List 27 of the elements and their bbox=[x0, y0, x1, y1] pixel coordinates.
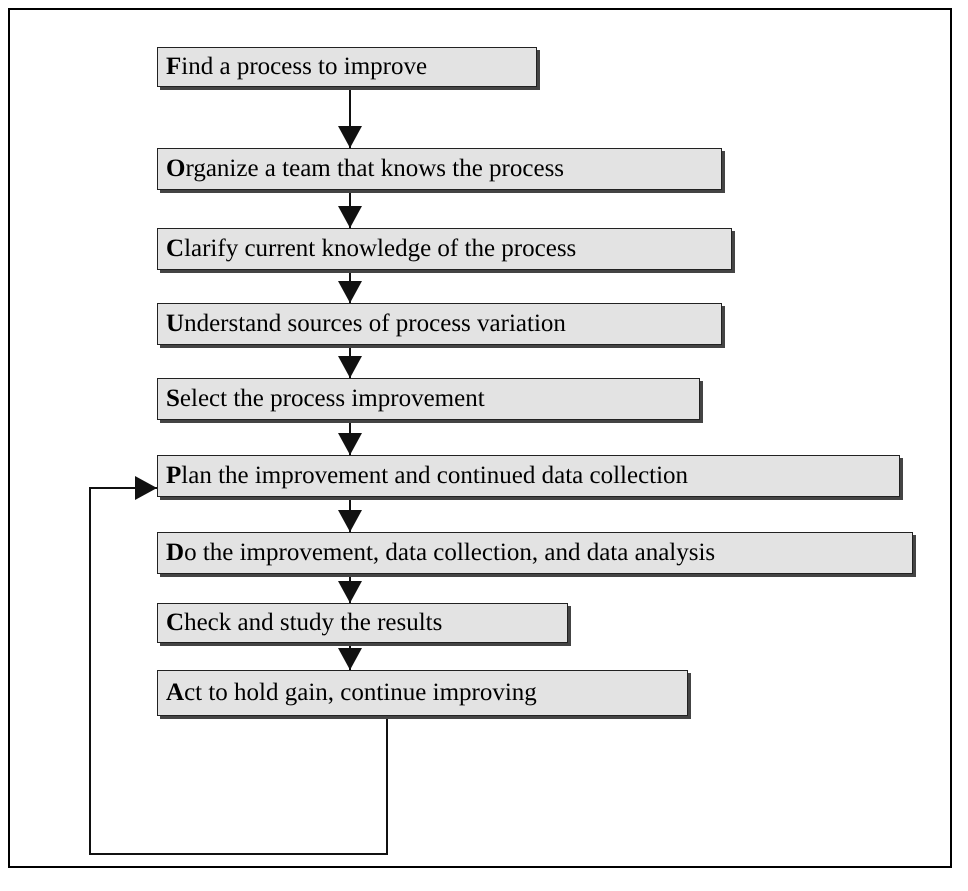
step-text: Clarify current knowledge of the process bbox=[166, 235, 576, 263]
arrow bbox=[338, 643, 362, 670]
step-text: Act to hold gain, continue improving bbox=[166, 679, 537, 707]
process-box bbox=[157, 670, 688, 716]
step-text: Plan the improvement and continued data collection bbox=[166, 462, 688, 490]
step-text: Find a process to improve bbox=[166, 53, 428, 81]
arrow bbox=[338, 420, 362, 455]
arrow bbox=[338, 87, 362, 148]
arrow bbox=[338, 190, 362, 228]
process-box bbox=[157, 455, 900, 497]
step-text: Select the process improvement bbox=[166, 385, 485, 413]
arrow bbox=[338, 574, 362, 603]
process-box bbox=[157, 228, 732, 270]
step-text: Organize a team that knows the process bbox=[166, 155, 564, 183]
arrow bbox=[338, 345, 362, 378]
process-box bbox=[157, 148, 722, 190]
arrow bbox=[89, 476, 388, 855]
step-text: Check and study the results bbox=[166, 609, 442, 637]
process-box bbox=[157, 603, 568, 643]
process-box bbox=[157, 303, 722, 345]
step-text: Understand sources of process variation bbox=[166, 310, 566, 338]
step-text: Do the improvement, data collection, and data analysis bbox=[166, 539, 716, 567]
arrow bbox=[338, 270, 362, 303]
arrow bbox=[338, 497, 362, 532]
process-box bbox=[157, 532, 913, 574]
process-box bbox=[157, 47, 537, 87]
process-box bbox=[157, 378, 700, 420]
